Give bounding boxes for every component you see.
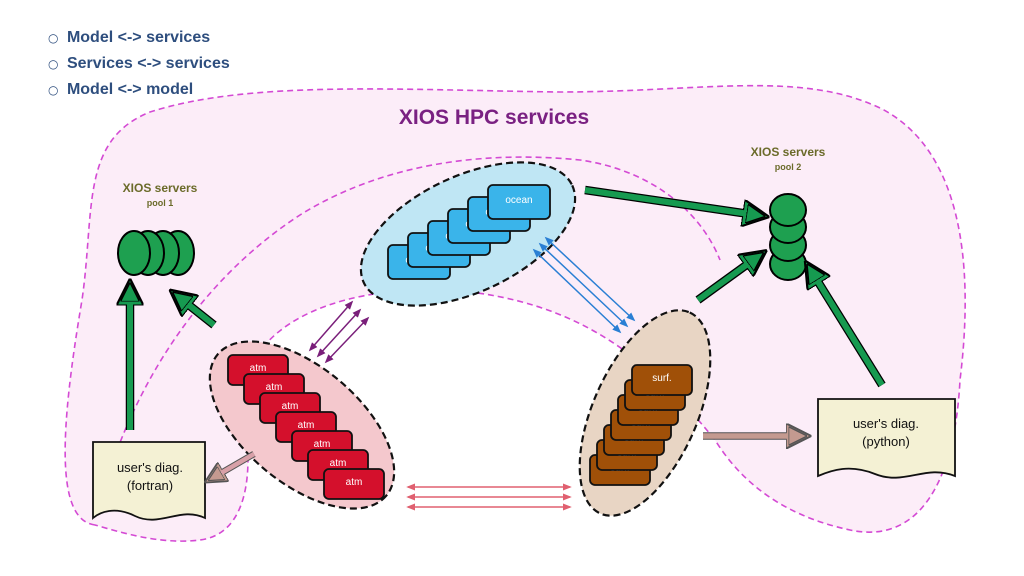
bullet-icon: ○ xyxy=(48,31,59,45)
atm-card-label: atm xyxy=(346,477,363,488)
atm-card-label: atm xyxy=(282,401,299,412)
atm-model-card: atm xyxy=(323,468,385,500)
atm-surf-coupling-arrows xyxy=(406,483,572,511)
bullet-text: Services <-> services xyxy=(66,55,230,72)
pool1-title: XIOS servers xyxy=(123,181,198,195)
python-to-pool2-arrow xyxy=(812,272,885,387)
ocean-surf-coupling-arrows xyxy=(532,236,636,334)
bullet-icon: ○ xyxy=(48,57,59,71)
atm-model-stack: atm atm atm atm atm atm atm xyxy=(227,354,385,500)
server-node xyxy=(117,230,151,276)
python-diag-document: user's diag. (python) xyxy=(817,398,956,479)
pool1-subtitle: pool 1 xyxy=(147,198,174,208)
server-node xyxy=(769,193,807,227)
bullet-text: Model <-> services xyxy=(66,29,211,46)
fortran-diag-line1: user's diag. xyxy=(117,460,183,475)
atm-card-label: atm xyxy=(266,382,283,393)
bullet-item: ○ Services <-> services xyxy=(48,52,230,78)
server-arrows xyxy=(130,185,886,430)
bullet-icon: ○ xyxy=(48,83,59,97)
bullet-text: Model <-> model xyxy=(66,81,194,98)
pool2-title: XIOS servers xyxy=(751,145,826,159)
ocean-model-card: ocean xyxy=(487,184,551,220)
atm-card-label: atm xyxy=(314,439,331,450)
pool1-servers xyxy=(117,230,195,276)
atm-ocean-coupling-arrows xyxy=(308,300,370,364)
bullet-item: ○ Model <-> model xyxy=(48,78,230,104)
surf-to-pool2-arrow xyxy=(696,258,756,303)
pool2-servers xyxy=(769,193,807,281)
diagram-title: XIOS HPC services xyxy=(399,106,589,129)
ocean-model-stack: oceanoceanoceanoceanoceanocean xyxy=(387,184,551,280)
bullet-item: ○ Model <-> services xyxy=(48,26,230,52)
atm-to-pool1-arrow xyxy=(180,298,216,328)
python-diag-line1: user's diag. xyxy=(853,416,919,431)
atm-card-label: atm xyxy=(298,420,315,431)
pool2-subtitle: pool 2 xyxy=(775,162,802,172)
bullet-list: ○ Model <-> services ○ Services <-> serv… xyxy=(48,26,230,104)
surf-model-card: surf. xyxy=(631,364,693,396)
fortran-diag-document: user's diag. (fortran) xyxy=(92,441,206,521)
surf-model-stack: surf.surf.surf.surf.surf.surf.surf. xyxy=(589,364,693,486)
ocean-to-pool2-arrow xyxy=(584,187,756,215)
python-diag-line2: (python) xyxy=(862,434,910,449)
fortran-diag-line2: (fortran) xyxy=(127,478,173,493)
atm-card-label: atm xyxy=(250,363,267,374)
surf-card-label: surf. xyxy=(652,373,671,384)
ocean-card-label: ocean xyxy=(505,195,532,206)
atm-to-fortran-diag-arrow xyxy=(216,452,256,476)
inner-region-boundary xyxy=(109,156,721,471)
atm-card-label: atm xyxy=(330,458,347,469)
diag-arrows xyxy=(216,436,796,476)
